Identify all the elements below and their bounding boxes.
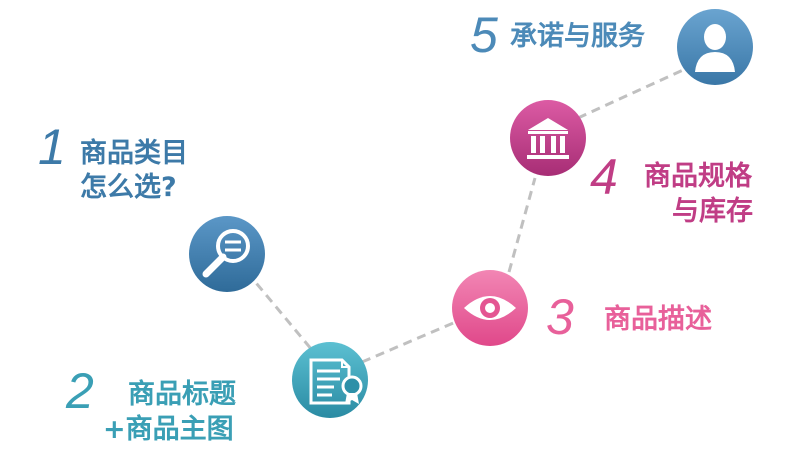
step-2-title-line2: +商品主图 xyxy=(103,414,234,445)
step-3-circle xyxy=(452,270,528,346)
connector-2-3 xyxy=(361,316,466,364)
bank-building-icon xyxy=(527,118,569,159)
step-2-title-line1: 商品标题 xyxy=(128,379,236,410)
step-5-circle xyxy=(677,9,753,85)
step-1-title-line1: 商品类目 xyxy=(80,138,188,169)
step-4-title-line1: 商品规格 xyxy=(644,161,752,192)
step-1-title-line2: 怎么选? xyxy=(80,172,177,203)
step-2-circle xyxy=(292,342,368,418)
step-1-circle xyxy=(189,216,265,292)
user-icon xyxy=(695,24,735,72)
step-1-number: 1 xyxy=(38,119,66,175)
magnifier-icon xyxy=(202,229,250,278)
connector-4-5 xyxy=(577,68,684,120)
eye-icon xyxy=(464,296,516,320)
step-4-circle xyxy=(510,100,586,176)
step-3-title-line1: 商品描述 xyxy=(604,304,712,335)
step-4-title-line2: 与库存 xyxy=(672,196,753,227)
connector-lines xyxy=(245,68,684,364)
connector-3-4 xyxy=(507,177,537,273)
step-3-number: 3 xyxy=(546,289,574,345)
step-5-number: 5 xyxy=(470,7,498,63)
step-2-number: 2 xyxy=(66,363,94,419)
connector-1-2 xyxy=(245,271,314,351)
step-4-number: 4 xyxy=(590,149,618,205)
step-5-title-line1: 承诺与服务 xyxy=(510,21,645,52)
certificate-document-icon xyxy=(309,358,363,405)
